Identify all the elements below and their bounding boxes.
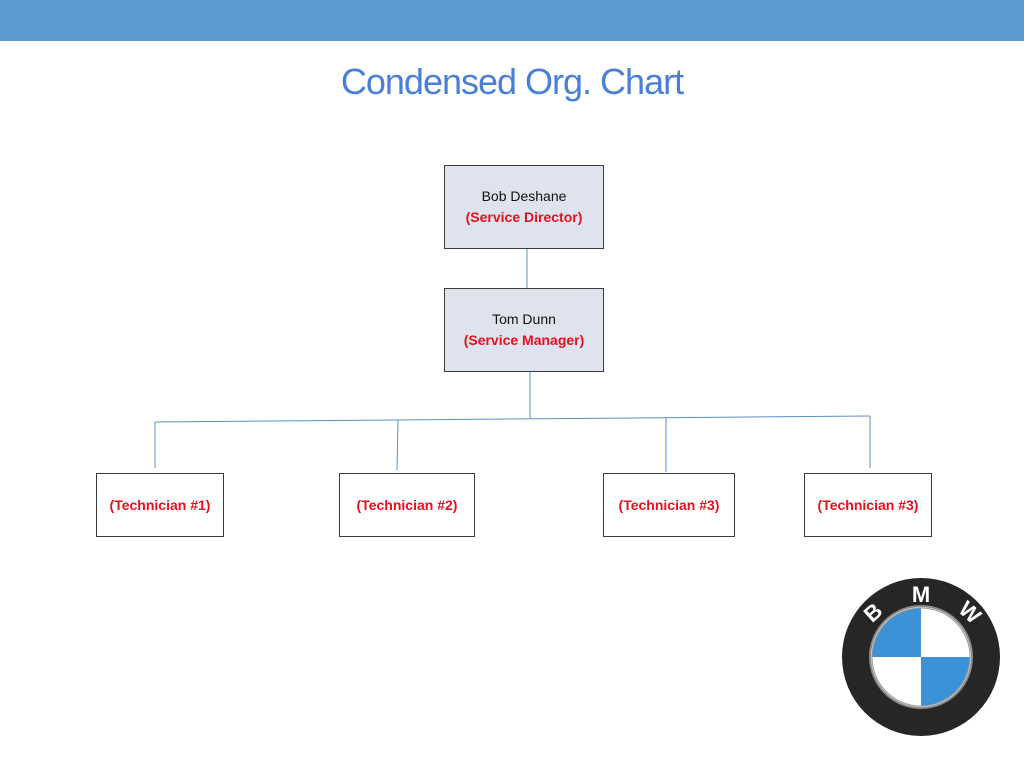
technician-box-3: (Technician #3) xyxy=(603,473,735,537)
director-name: Bob Deshane xyxy=(481,188,567,204)
connector-tech-2 xyxy=(396,419,399,471)
technician-role: (Technician #1) xyxy=(109,496,211,513)
header-bar xyxy=(0,0,1024,41)
logo-quadrant-blue-2 xyxy=(921,657,970,706)
slide-title: Condensed Org. Chart xyxy=(340,61,684,102)
technician-box-4: (Technician #3) xyxy=(804,473,932,537)
connector-horizontal xyxy=(154,415,871,423)
technician-box-1: (Technician #1) xyxy=(96,473,224,537)
logo-quadrant-white-1 xyxy=(921,608,970,657)
technician-role: (Technician #3) xyxy=(817,496,919,513)
manager-name: Tom Dunn xyxy=(492,311,556,327)
technician-box-2: (Technician #2) xyxy=(339,473,475,537)
logo-quadrant-blue-1 xyxy=(872,608,921,657)
logo-letter-m: M xyxy=(912,582,930,607)
logo-quadrant-white-2 xyxy=(872,657,921,706)
manager-box: Tom Dunn (Service Manager) xyxy=(444,288,604,372)
director-box: Bob Deshane (Service Director) xyxy=(444,165,604,249)
technician-role: (Technician #3) xyxy=(618,496,720,513)
director-role: (Service Director) xyxy=(465,209,583,225)
manager-role: (Service Manager) xyxy=(463,332,585,348)
technician-role: (Technician #2) xyxy=(356,496,458,513)
bmw-logo-icon: B M W xyxy=(842,578,1000,736)
